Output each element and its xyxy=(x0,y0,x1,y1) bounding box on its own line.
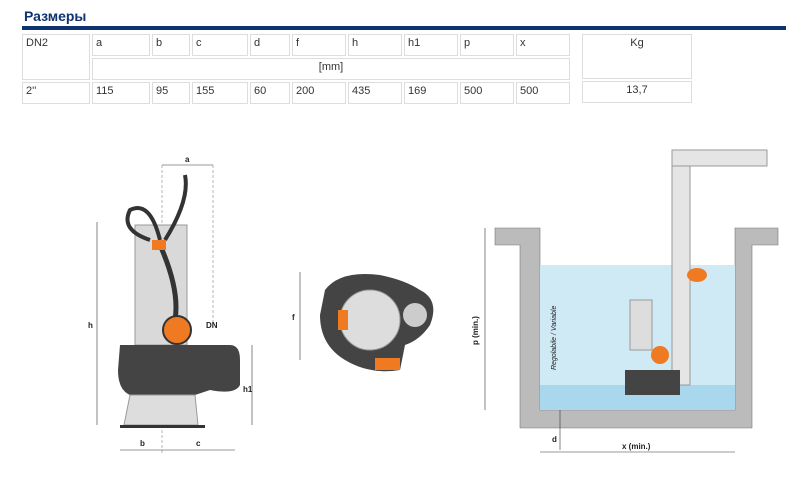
dim-d: d xyxy=(552,435,557,444)
dim-a: a xyxy=(185,155,190,164)
cell: 500 xyxy=(516,82,570,104)
pump-side-view: a h h1 DN b c xyxy=(88,155,253,455)
cell: 60 xyxy=(250,82,290,104)
adjustable-label: Regolabile / Variable xyxy=(551,306,558,370)
header-cell: c xyxy=(192,34,248,56)
header-cell: d xyxy=(250,34,290,56)
weight-value: 13,7 xyxy=(582,81,692,103)
cell: 200 xyxy=(292,82,346,104)
weight-header: Kg xyxy=(582,34,692,79)
header-cell: f xyxy=(292,34,346,56)
cell: 95 xyxy=(152,82,190,104)
header-cell: h1 xyxy=(404,34,458,56)
cell: 115 xyxy=(92,82,150,104)
dim-h1: h1 xyxy=(243,385,253,394)
header-cell: x xyxy=(516,34,570,56)
dim-dn: DN xyxy=(206,321,218,330)
weight-table: Kg 13,7 xyxy=(580,32,694,105)
header-cell: h xyxy=(348,34,402,56)
dimensions-table: DN2 a b c d f h h1 p x [mm] 2'' 115 95 1… xyxy=(20,32,572,106)
header-cell: b xyxy=(152,34,190,56)
dim-f: f xyxy=(292,313,295,322)
installation-view: p (min.) d x (min.) Regolabile / Variabl… xyxy=(471,149,779,453)
table-header-row: DN2 a b c d f h h1 p x xyxy=(22,34,570,80)
cell: 155 xyxy=(192,82,248,104)
dim-x: x (min.) xyxy=(622,442,651,451)
section-title: Размеры xyxy=(24,8,87,24)
dim-c: c xyxy=(196,439,201,448)
cell: 169 xyxy=(404,82,458,104)
header-cell: a xyxy=(92,34,150,56)
dim-p: p (min.) xyxy=(471,316,480,345)
header-cell: p xyxy=(460,34,514,56)
pump-top-view: f xyxy=(292,272,434,372)
unit-cell: [mm] xyxy=(92,58,570,80)
header-cell: DN2 xyxy=(22,34,90,80)
title-rule xyxy=(22,26,786,30)
cell: 2'' xyxy=(22,82,90,104)
cell: 435 xyxy=(348,82,402,104)
cell: 500 xyxy=(460,82,514,104)
dim-b: b xyxy=(140,439,145,448)
dim-h: h xyxy=(88,321,93,330)
table-row: 2'' 115 95 155 60 200 435 169 500 500 xyxy=(22,82,570,104)
